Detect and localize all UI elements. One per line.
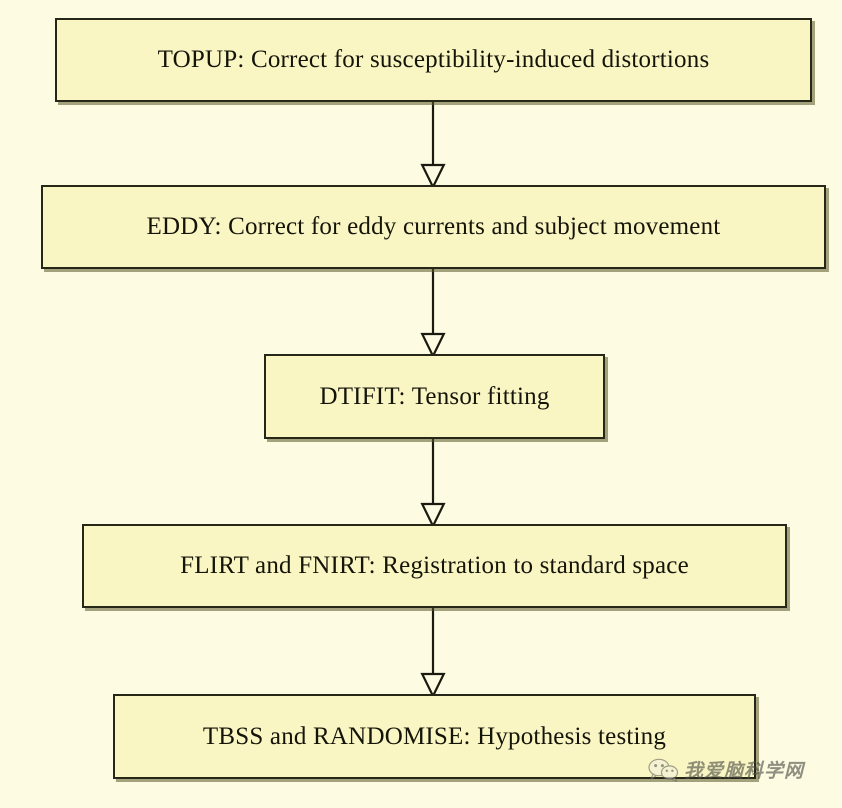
flowchart-node-flirt-fnirt[interactable]: FLIRT and FNIRT: Registration to standar… bbox=[82, 524, 787, 608]
flowchart-node-dtifit[interactable]: DTIFIT: Tensor fitting bbox=[264, 354, 605, 439]
connector-topup-to-eddy bbox=[419, 102, 447, 190]
flowchart-node-label: DTIFIT: Tensor fitting bbox=[319, 382, 550, 410]
flowchart-node-label: EDDY: Correct for eddy currents and subj… bbox=[146, 213, 721, 241]
flowchart-node-label: FLIRT and FNIRT: Registration to standar… bbox=[180, 552, 689, 580]
connector-dtifit-to-flirt bbox=[419, 439, 447, 529]
connector-eddy-to-dtifit bbox=[419, 269, 447, 359]
flowchart-node-topup[interactable]: TOPUP: Correct for susceptibility-induce… bbox=[55, 18, 812, 102]
flowchart-node-label: TBSS and RANDOMISE: Hypothesis testing bbox=[202, 722, 667, 750]
connector-flirt-to-tbss bbox=[419, 608, 447, 699]
flowchart-node-label: TOPUP: Correct for susceptibility-induce… bbox=[157, 46, 710, 74]
flowchart-node-eddy[interactable]: EDDY: Correct for eddy currents and subj… bbox=[41, 185, 826, 269]
flowchart-node-tbss-randomise[interactable]: TBSS and RANDOMISE: Hypothesis testing bbox=[113, 694, 756, 779]
